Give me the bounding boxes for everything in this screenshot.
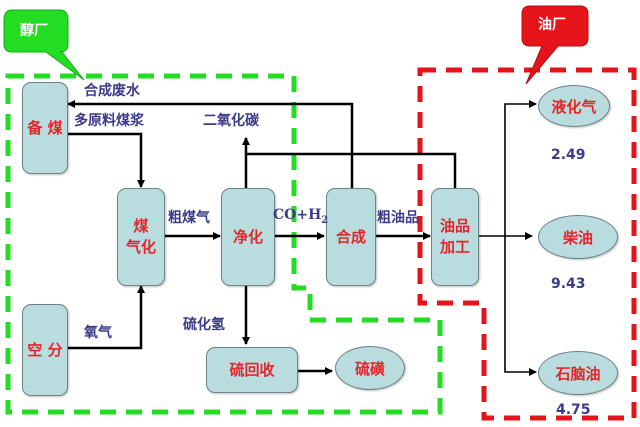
synthesis-unit[interactable]: 合成: [326, 188, 376, 286]
co2-label: 二氧化碳: [203, 113, 259, 129]
air-separation-label: 空 分: [27, 340, 63, 359]
oil-plant-label: 油厂: [538, 17, 566, 33]
flow-coal-slurry: [68, 132, 145, 188]
sulfur-product[interactable]: 硫磺: [335, 346, 405, 390]
h2s-label: 硫化氢: [183, 317, 225, 333]
sulfur-recovery-label: 硫回收: [229, 360, 275, 379]
alcohol-plant-callout: [3, 9, 85, 81]
diesel-value: 9.43: [551, 276, 586, 292]
lpg-product[interactable]: 液化气: [538, 85, 610, 127]
flow-lpg: [504, 100, 537, 236]
coal-slurry-label: 多原料煤浆: [74, 113, 144, 129]
flow-co2: [242, 137, 457, 188]
coal-preparation-unit[interactable]: 备 煤: [22, 82, 68, 174]
sulfur-label: 硫磺: [354, 359, 385, 378]
lpg-label: 液化气: [551, 97, 597, 116]
air-separation-unit[interactable]: 空 分: [22, 304, 68, 396]
flow-naphtha: [504, 236, 537, 376]
oil-processing-label-2: 加工: [439, 238, 470, 256]
naphtha-product[interactable]: 石脑油: [538, 351, 618, 395]
diesel-label: 柴油: [562, 228, 593, 247]
sulfur-recovery-unit[interactable]: 硫回收: [206, 347, 298, 393]
flow-oxygen: [68, 285, 145, 350]
purification-unit[interactable]: 净化: [221, 188, 275, 286]
diesel-product[interactable]: 柴油: [538, 215, 618, 259]
waste-water-label: 合成废水: [84, 83, 140, 99]
gasification-label-1: 煤: [133, 217, 149, 235]
alcohol-plant-label: 醇厂: [20, 23, 48, 39]
naphtha-value: 4.75: [556, 402, 591, 418]
gasification-label-2: 气化: [125, 238, 156, 256]
crude-oil-label: 粗油品: [377, 210, 419, 226]
lpg-value: 2.49: [551, 147, 586, 163]
syngas-label: CO+H2: [273, 207, 329, 226]
coal-preparation-label: 备 煤: [27, 118, 63, 137]
flow-waste-water: [67, 100, 354, 188]
purification-label: 净化: [232, 227, 263, 246]
naphtha-label: 石脑油: [555, 364, 601, 383]
oil-plant-boundary: [417, 67, 637, 421]
oil-processing-label-1: 油品: [439, 217, 470, 235]
gasification-unit[interactable]: 煤 气化: [117, 188, 165, 286]
raw-gas-label: 粗煤气: [168, 210, 210, 226]
synthesis-label: 合成: [335, 227, 366, 246]
oil-plant-callout: [521, 5, 589, 85]
oil-processing-unit[interactable]: 油品 加工: [431, 188, 479, 286]
oxygen-label: 氧气: [84, 325, 112, 341]
alcohol-plant-boundary: [5, 73, 443, 415]
